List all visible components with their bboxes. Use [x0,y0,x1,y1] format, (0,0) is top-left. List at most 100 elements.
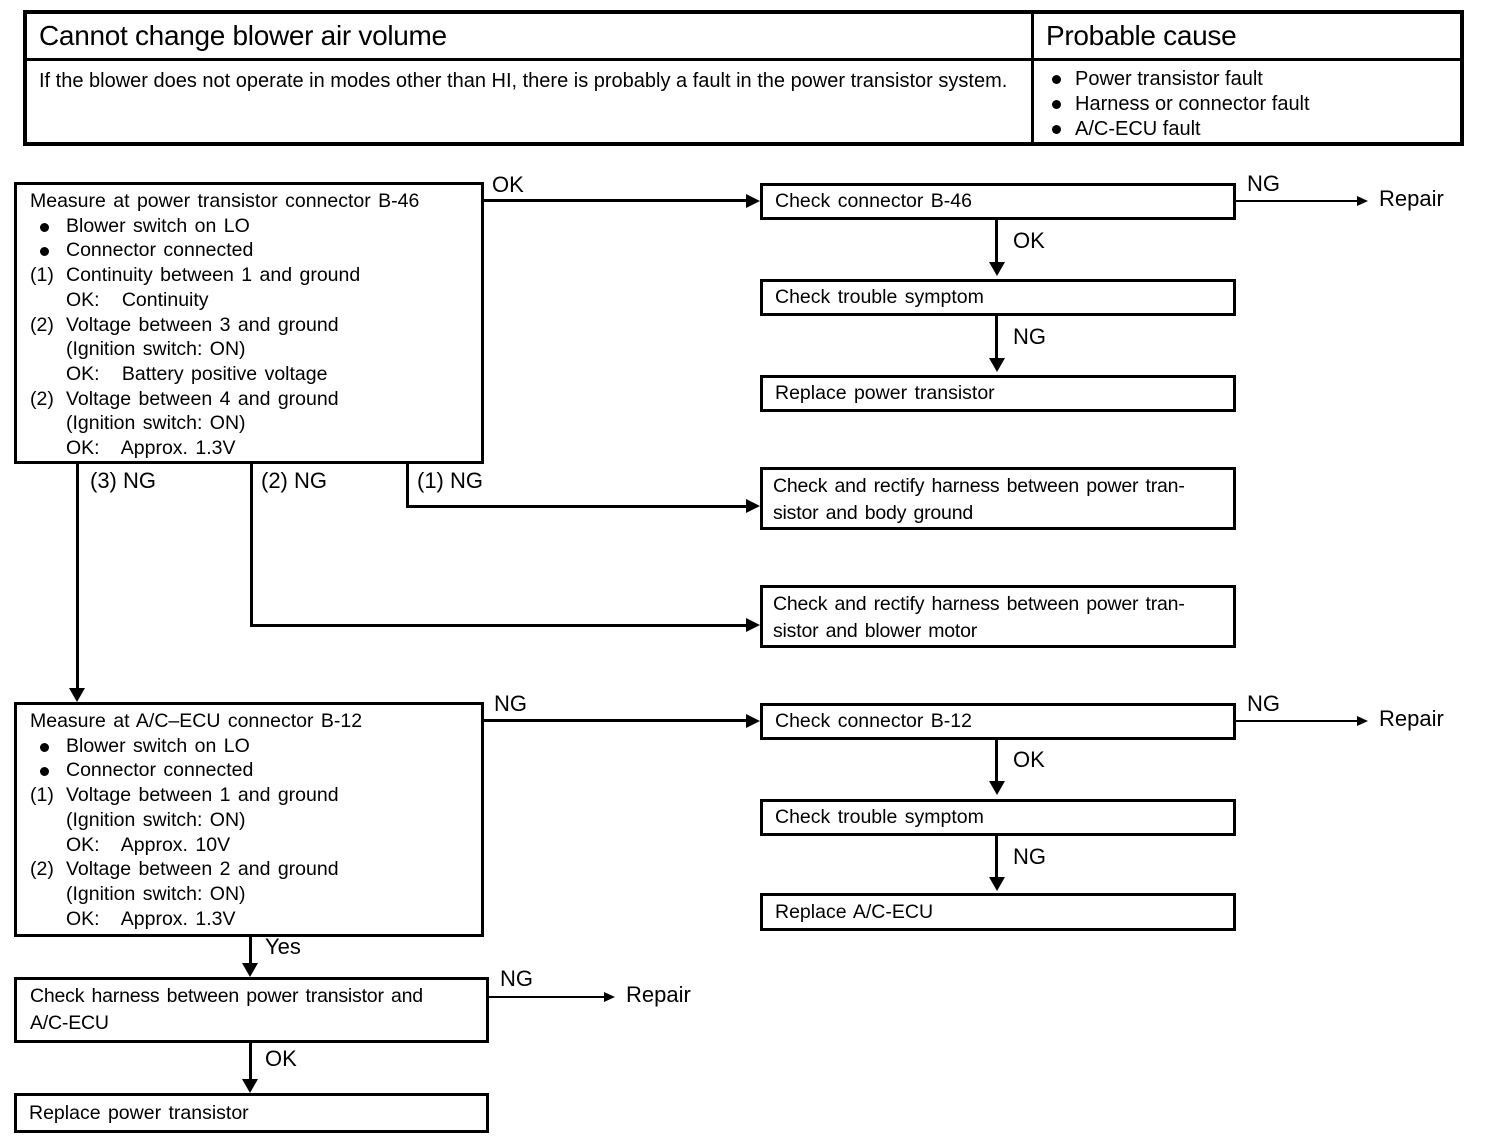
label-ok-symptom-1: OK [1013,228,1045,253]
arrowhead-right-icon [746,714,760,728]
label-ng-b12: NG [1247,691,1280,716]
box-text: Replace A/C-ECU [775,900,934,923]
bullet-icon [1052,75,1061,84]
step-text: Continuity between 1 and ground [66,264,361,287]
step-text: (Ignition switch: ON) [66,338,246,361]
step-number: (1) [30,264,54,287]
step-text: Voltage between 2 and ground [66,858,339,881]
connector-line [1235,720,1359,722]
label-repair-2: Repair [1379,706,1444,731]
step-number: (1) [30,784,54,807]
step-text: OK: Approx. 1.3V [66,907,236,930]
bullet-icon [40,767,49,777]
condition-text: Connector connected [66,239,254,262]
condition-text: Blower switch on LO [66,734,250,757]
connector-line [995,316,998,360]
connector-line [406,463,409,508]
bullet-icon [1052,100,1061,109]
cause-item: A/C-ECU fault [1042,117,1460,142]
label-ng-replace-1: NG [1013,324,1046,349]
replace-ac-ecu-box: Replace A/C-ECU [760,893,1236,931]
step-number: (2) [30,313,54,336]
step-text: (Ignition switch: ON) [66,882,246,905]
probable-cause-header: Probable cause [1034,14,1460,61]
arrowhead-right-icon [746,194,760,208]
connector-line [488,996,604,998]
measure-b46-box: Measure at power transistor connector B-… [14,182,484,464]
symptom-description: If the blower does not operate in modes … [39,70,1008,92]
bullet-icon [40,247,49,257]
probable-cause-list: Power transistor fault Harness or connec… [1034,61,1460,142]
replace-power-transistor-box-2: Replace power transistor [14,1093,489,1133]
symptom-title: Cannot change blower air volume [27,14,1031,61]
step-text: OK: Continuity [66,288,209,311]
replace-power-transistor-box-1: Replace power transistor [760,375,1236,412]
harness-body-ground-box: Check and rectify harness between power … [760,467,1236,530]
arrowhead-right-icon [746,499,760,513]
bullet-icon [40,222,49,232]
box-text: Check trouble symptom [775,806,984,828]
symptom-table: Cannot change blower air volume If the b… [23,10,1464,146]
step-text: OK: Approx. 1.3V [66,437,236,460]
box-text: Check connector B-46 [775,190,972,212]
check-harness-pt-ecu-box: Check harness between power transistor a… [14,977,489,1043]
arrowhead-down-icon [242,963,258,977]
condition-text: Blower switch on LO [66,214,250,237]
step-number: (2) [30,858,54,881]
label-yes: Yes [265,934,301,959]
connector-line [406,505,746,508]
label-ok-bottom: OK [265,1046,297,1071]
label-ng-replace-2: NG [1013,844,1046,869]
box-text: Replace power transistor [775,382,995,404]
step-text: Voltage between 4 and ground [66,387,339,410]
cause-item: Power transistor fault [1042,67,1460,92]
symptom-column: Cannot change blower air volume If the b… [27,14,1034,142]
connector-line [249,1043,252,1080]
arrowhead-down-icon [989,877,1005,891]
connector-line [995,836,998,878]
connector-line [483,199,746,202]
label-repair-3: Repair [626,982,691,1007]
arrowhead-right-icon [604,992,615,1002]
label-repair-1: Repair [1379,186,1444,211]
cause-text: Harness or connector fault [1075,93,1310,115]
arrowhead-down-icon [989,358,1005,372]
connector-line [1235,200,1359,202]
cause-text: A/C-ECU fault [1075,118,1201,140]
step-text: (Ignition switch: ON) [66,412,246,435]
check-trouble-symptom-box-2: Check trouble symptom [760,799,1236,836]
label-ng-3: (3) NG [90,468,156,493]
step-text: Voltage between 1 and ground [66,784,339,807]
arrowhead-down-icon [242,1079,258,1093]
cause-item: Harness or connector fault [1042,92,1460,117]
bullet-icon [1052,125,1061,134]
connector-line [995,740,998,783]
connector-line [249,937,252,965]
measure-b12-box: Measure at A/C–ECU connector B-12 Blower… [14,702,484,937]
box-text: Replace power transistor [29,1101,249,1124]
connector-line [483,719,746,722]
label-ok-b46: OK [492,172,524,197]
arrowhead-right-icon [1357,716,1368,726]
step-text: Voltage between 3 and ground [66,313,339,336]
step-text: OK: Approx. 10V [66,833,231,856]
label-ng-harness: NG [500,966,533,991]
label-ng-b12-in: NG [494,691,527,716]
cause-text: Power transistor fault [1075,68,1263,90]
check-connector-b12-box: Check connector B-12 [760,703,1236,740]
connector-line [995,220,998,264]
box-title: Measure at power transistor connector B-… [30,190,420,212]
arrowhead-right-icon [1357,196,1368,206]
step-number: (2) [30,387,54,410]
check-connector-b46-box: Check connector B-46 [760,183,1236,220]
probable-cause-column: Probable cause Power transistor fault Ha… [1034,14,1460,142]
arrowhead-down-icon [989,262,1005,276]
check-trouble-symptom-box-1: Check trouble symptom [760,279,1236,316]
label-ng-1: (1) NG [417,468,483,493]
connector-line [250,624,746,627]
harness-blower-motor-box: Check and rectify harness between power … [760,585,1236,648]
connector-line [76,463,79,689]
arrowhead-right-icon [746,618,760,632]
label-ng-2: (2) NG [261,468,327,493]
